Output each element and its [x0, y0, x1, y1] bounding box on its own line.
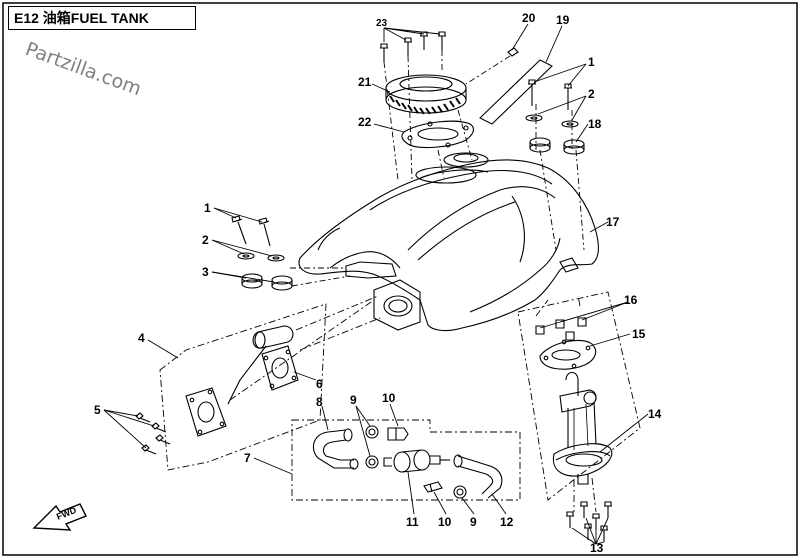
callout-6: 6 [316, 377, 323, 391]
callout-1-upper: 1 [588, 55, 595, 69]
sender-base-plate [185, 387, 227, 437]
fuel-pump-group-outline [517, 291, 641, 501]
upper-mount-washers [525, 114, 579, 128]
callout-18: 18 [588, 117, 602, 131]
fuel-filter [383, 449, 441, 473]
callout-4: 4 [138, 331, 145, 345]
filler-cap-ring-teeth [389, 95, 461, 115]
callout-3: 3 [202, 265, 209, 279]
callout-13: 13 [590, 541, 604, 555]
tank-lower-edge [329, 251, 401, 269]
hose-clamps [365, 425, 467, 499]
callout-7: 7 [244, 451, 251, 465]
tank-rear-tab [559, 257, 579, 273]
filler-bolts [380, 31, 446, 62]
callout-10-lower: 10 [438, 515, 452, 529]
callout-11: 11 [406, 515, 419, 529]
float-arm [227, 345, 267, 405]
filler-gasket [401, 120, 475, 149]
callout-17: 17 [606, 215, 620, 229]
pump-gasket [539, 339, 597, 370]
callout-15: 15 [632, 327, 646, 341]
upper-mount-rubber-bushings [529, 137, 585, 155]
breather-hose [479, 59, 553, 125]
front-mount-rubber-bushings [241, 273, 293, 291]
callout-23: 23 [376, 18, 388, 29]
callout-21: 21 [358, 75, 372, 89]
tank-pump-flange [373, 279, 421, 331]
callout-5: 5 [94, 403, 101, 417]
callout-12: 12 [500, 515, 514, 529]
callout-9-lower: 9 [470, 515, 477, 529]
tank-side-crease [407, 186, 556, 251]
tank-mounting-bracket [345, 261, 397, 279]
fuel-tank-body [298, 159, 599, 332]
tank-right-fold [511, 195, 525, 263]
sender-gasket [261, 345, 299, 391]
tank-pump-opening-inner [388, 299, 408, 313]
tank-front-curl [317, 227, 341, 251]
pump-flange-bolts [566, 501, 612, 542]
callout-10-upper: 10 [382, 391, 396, 405]
filler-neck-base [419, 169, 489, 179]
forward-label: FWD [55, 505, 78, 522]
callout-8: 8 [316, 395, 323, 409]
callout-16: 16 [624, 293, 638, 307]
tank-top-ridge [369, 169, 553, 211]
front-mount-bolts [231, 215, 271, 247]
fuel-pump [552, 371, 613, 485]
callout-14: 14 [648, 407, 662, 421]
fuel-hose-short [312, 429, 354, 469]
callout-2-front: 2 [202, 233, 209, 247]
fuel-sender-group-outline [159, 303, 327, 471]
filler-neck-inner [453, 153, 479, 163]
fuel-float [252, 325, 294, 349]
callout-1-front: 1 [204, 201, 211, 215]
tank-rear-edge [469, 237, 561, 313]
filler-ring-on-tank [415, 166, 477, 184]
fuel-hose-long [457, 455, 503, 499]
tank-pump-opening [383, 295, 413, 317]
upper-mount-bolts [528, 79, 572, 110]
filler-neck [443, 152, 489, 168]
hose-fittings [387, 427, 443, 493]
diagram-title: E12 油箱FUEL TANK [14, 10, 149, 26]
sender-screws [135, 412, 171, 455]
fuel-line-group-outline [291, 419, 521, 501]
filler-cap-ring-top [385, 74, 467, 102]
title-box [8, 6, 196, 30]
callout-22: 22 [358, 115, 372, 129]
callout-9-upper: 9 [350, 393, 357, 407]
callout-20: 20 [522, 11, 536, 25]
callout-2-upper: 2 [588, 87, 595, 101]
front-mount-washers [237, 252, 285, 262]
callout-19: 19 [556, 13, 570, 27]
forward-direction-arrow [32, 503, 87, 531]
tank-side-crease [417, 201, 516, 261]
